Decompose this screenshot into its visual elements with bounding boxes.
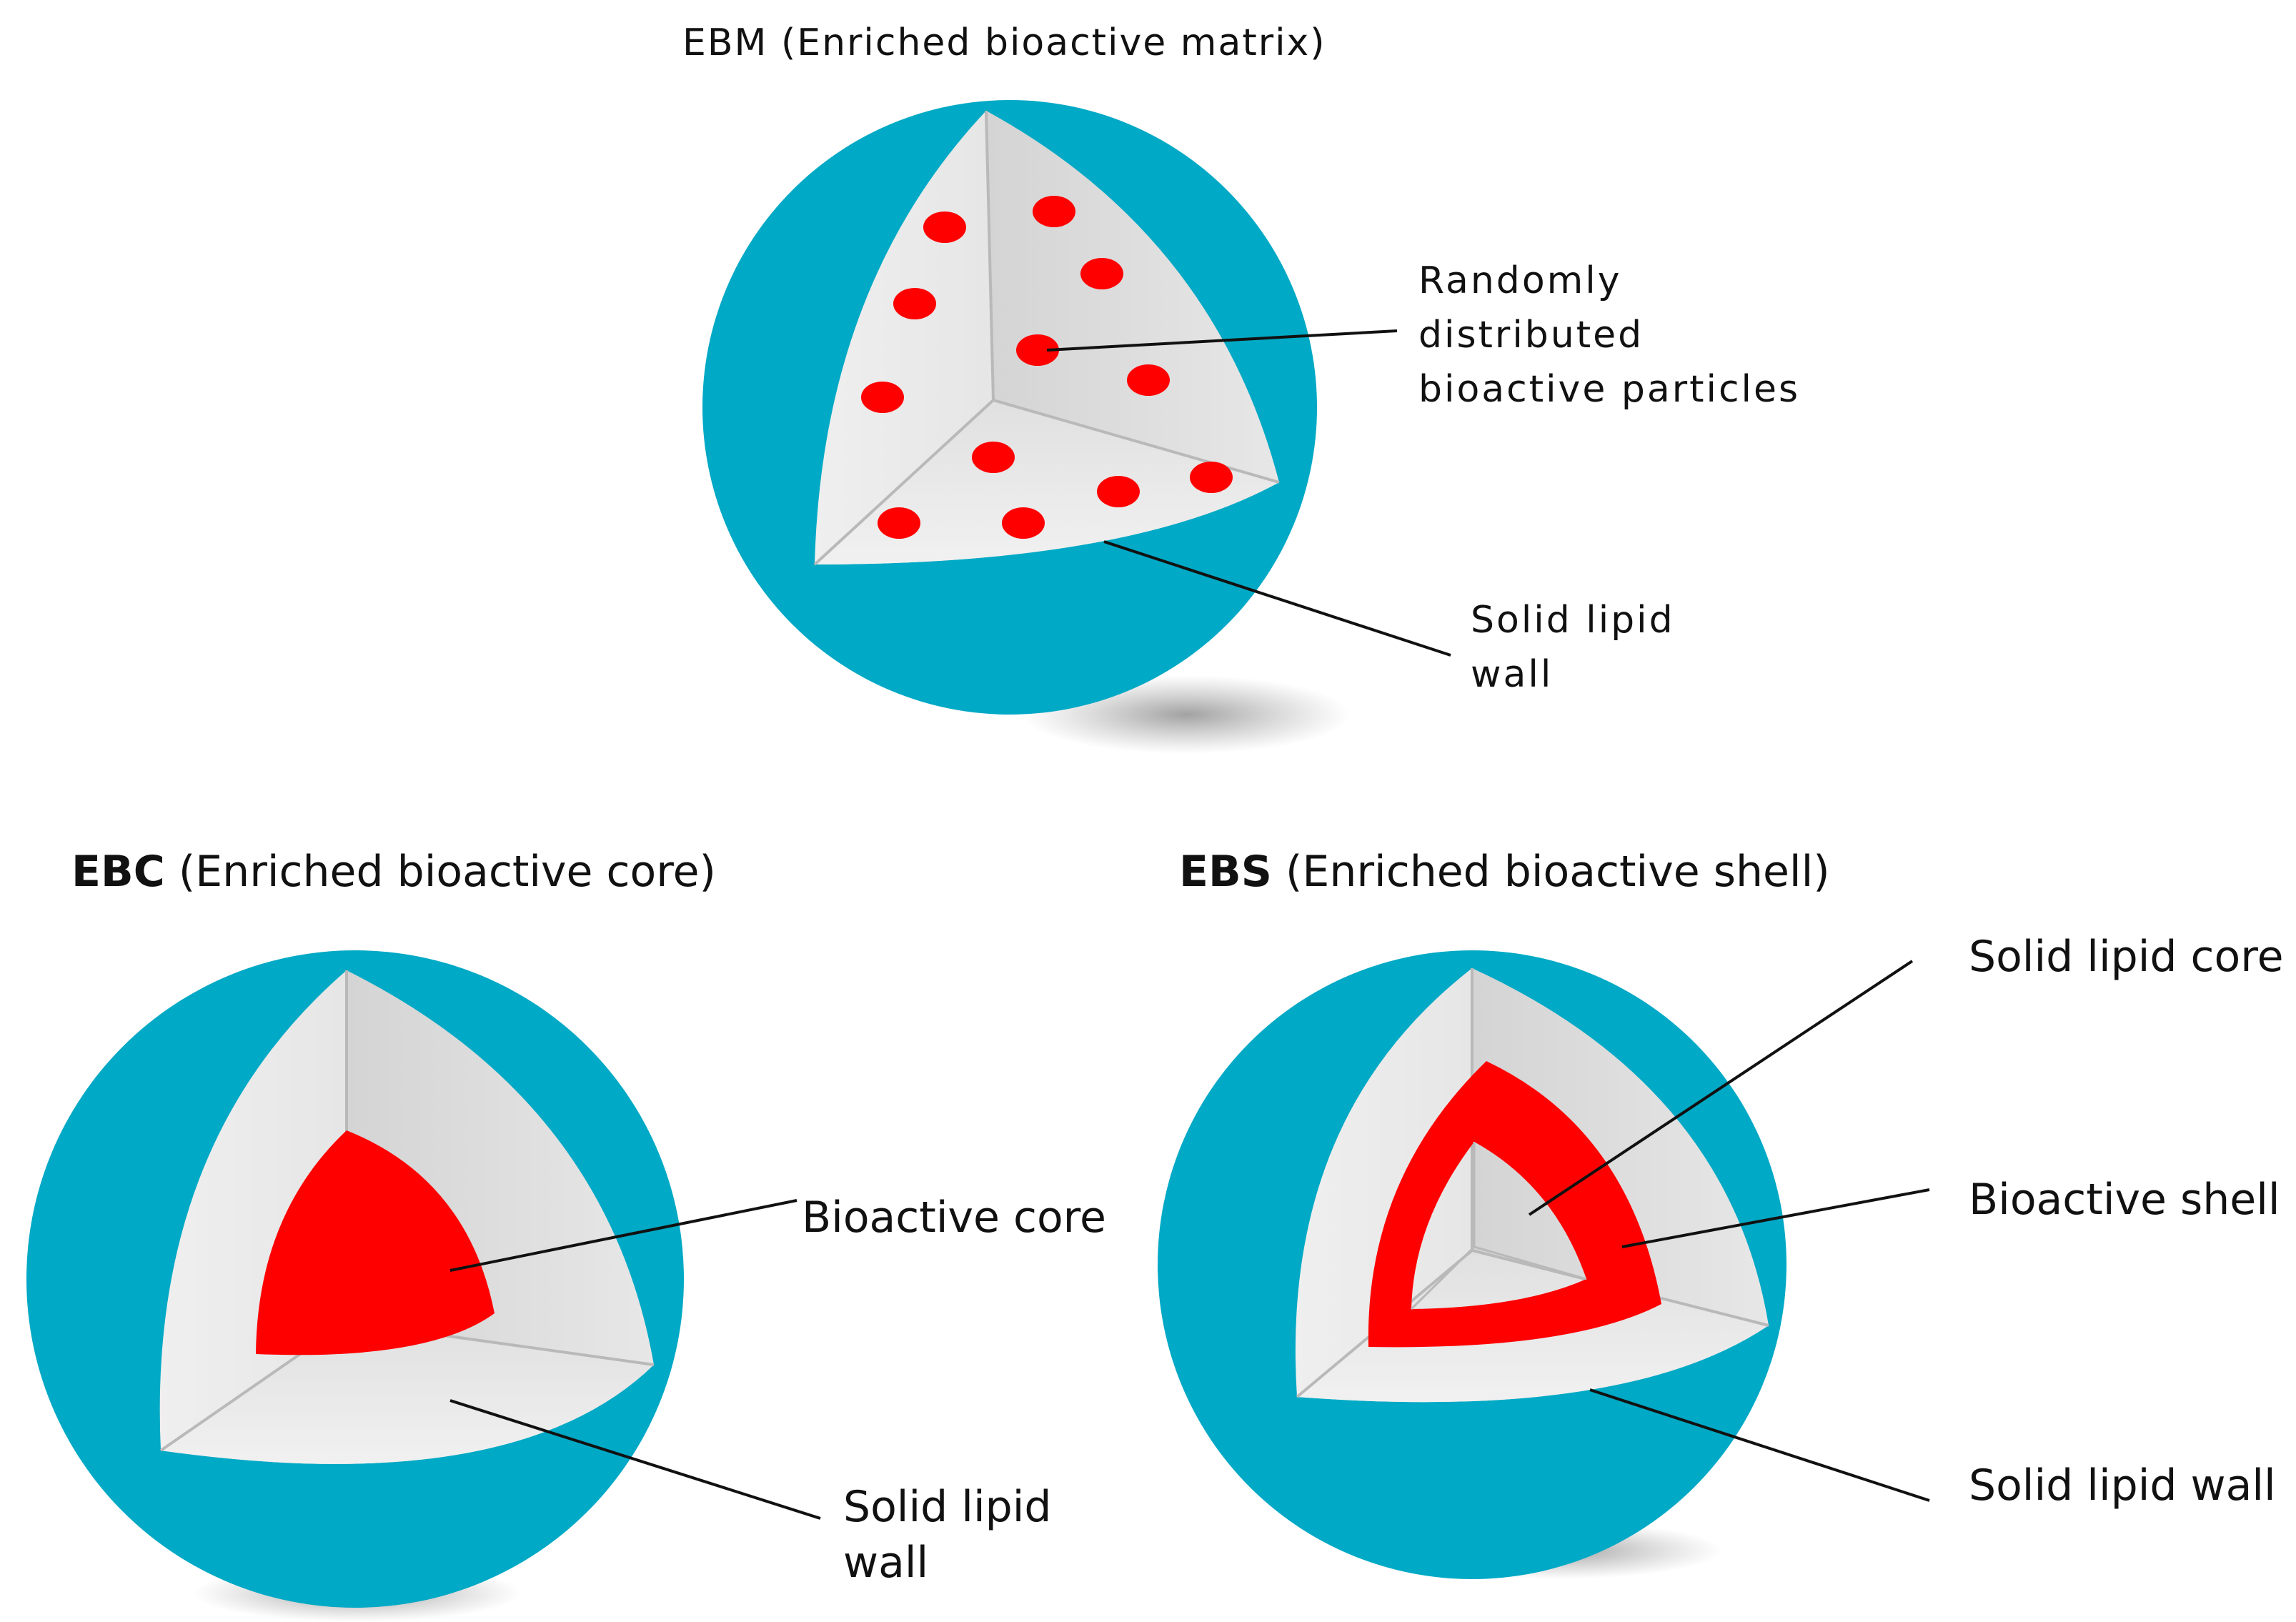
- ebc-wall-label: Solid lipid wall: [843, 1479, 1051, 1591]
- ebm-wall-label-line: Solid lipid: [1471, 599, 1675, 642]
- ebc-core-label: Bioactive core: [802, 1193, 1106, 1243]
- bioactive-particle: [861, 382, 904, 413]
- ebs-core-leader-line: [1528, 960, 1914, 1216]
- ebm-particles: [861, 196, 1233, 539]
- ebc-title-text: (Enriched bioactive core): [178, 847, 716, 897]
- ebc-sphere: [26, 950, 821, 1622]
- ebs-title-text: (Enriched bioactive shell): [1286, 847, 1830, 897]
- bioactive-particle: [1033, 196, 1075, 227]
- ebc-title-abbr: EBC: [71, 847, 165, 897]
- ebs-shell-label: Bioactive shell: [1969, 1175, 2280, 1225]
- bioactive-particle: [1097, 476, 1140, 507]
- bioactive-particle: [972, 442, 1015, 473]
- bioactive-particle: [1016, 334, 1059, 366]
- ebs-bioactive-shell: [1368, 1061, 1661, 1348]
- ebm-particles-label-line: distributed: [1418, 314, 1644, 357]
- bioactive-particle: [878, 507, 920, 539]
- bioactive-particle: [1002, 507, 1045, 539]
- ebm-wall-label-line: wall: [1471, 653, 1554, 696]
- bioactive-particle: [923, 212, 966, 243]
- ebm-title-text: (Enriched bioactive matrix): [780, 21, 1326, 64]
- ebm-sphere: [702, 100, 1451, 754]
- ebc-wall-label-line: wall: [843, 1538, 929, 1588]
- ebc-bioactive-core: [256, 1130, 495, 1355]
- ebc-title: EBC (Enriched bioactive core): [71, 847, 716, 897]
- ebm-particles-label: Randomly distributed bioactive particles: [1418, 254, 1800, 417]
- ebc-wall-label-line: Solid lipid: [843, 1482, 1052, 1532]
- ebm-particles-leader-line: [1046, 329, 1398, 352]
- ebc-core-leader-line: [449, 1199, 797, 1272]
- ebm-particles-label-line: Randomly: [1418, 259, 1622, 302]
- ebs-sphere: [1158, 950, 1930, 1579]
- ebm-title: EBM (Enriched bioactive matrix): [682, 21, 1326, 64]
- ebs-title-abbr: EBS: [1179, 847, 1272, 897]
- ebs-wall-label: Solid lipid wall: [1969, 1461, 2276, 1511]
- ebs-title: EBS (Enriched bioactive shell): [1179, 847, 1830, 897]
- bioactive-particle: [1190, 462, 1233, 493]
- ebs-solid-lipid-core: [1410, 1142, 1587, 1310]
- ebm-wall-leader-line: [1103, 540, 1451, 657]
- ebm-particles-label-line: bioactive particles: [1418, 368, 1801, 411]
- bioactive-particle: [893, 288, 936, 319]
- ebs-shell-leader-line: [1621, 1188, 1930, 1248]
- ebm-wall-label: Solid lipid wall: [1471, 593, 1675, 702]
- ebs-core-label: Solid lipid core: [1969, 932, 2284, 982]
- bioactive-particle: [1080, 258, 1123, 289]
- ebc-wall-leader-line: [449, 1399, 821, 1520]
- ebm-title-abbr: EBM: [682, 21, 768, 64]
- ebs-wall-leader-line: [1589, 1388, 1930, 1502]
- bioactive-particle: [1127, 364, 1170, 396]
